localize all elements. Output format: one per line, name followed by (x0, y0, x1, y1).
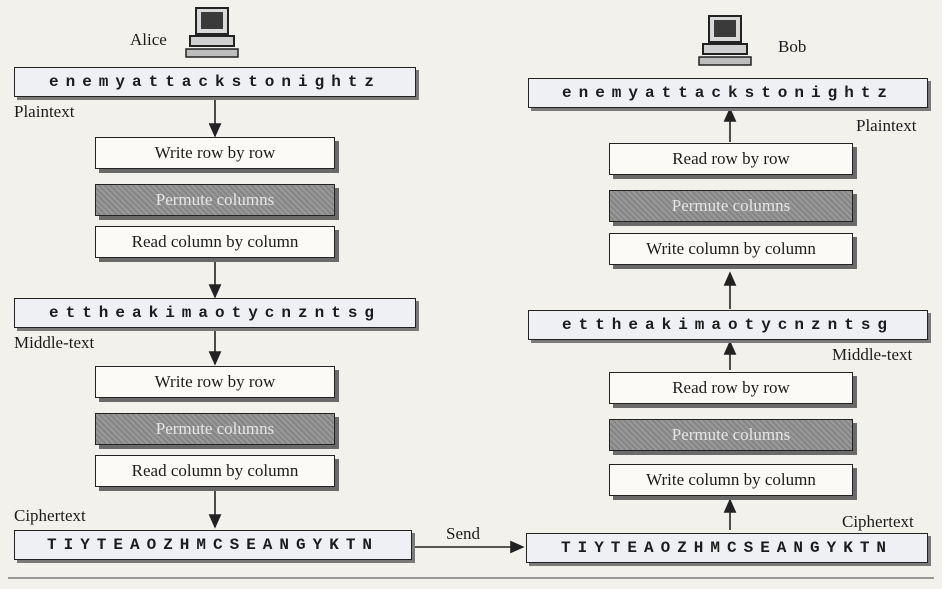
bob-ciphertext-label: Ciphertext (842, 512, 914, 531)
alice-permute-step: Permute columns (95, 413, 335, 445)
bob-ciphertext: TIYTEAOZHMCSEANGYKTN (526, 533, 928, 563)
alice-middle-text-label: Middle-text (14, 333, 95, 352)
alice-permute-step: Permute columns (95, 184, 335, 216)
alice-plaintext: enemyattackstonightz (14, 67, 416, 97)
alice-write-row-step: Write row by row (95, 366, 335, 398)
bob-permute-step: Permute columns (609, 419, 853, 451)
alice-read-column-step: Read column by column (95, 226, 335, 258)
bob-write-column-step: Write column by column (609, 464, 853, 496)
alice-write-row-step: Write row by row (95, 137, 335, 169)
bob-plaintext-label: Plaintext (856, 116, 917, 135)
bob-plaintext: enemyattackstonightz (528, 78, 928, 108)
bob-middle-text-label: Middle-text (832, 345, 913, 364)
bob-permute-step: Permute columns (609, 190, 853, 222)
bottom-divider (8, 577, 934, 579)
alice-ciphertext-label: Ciphertext (14, 506, 86, 525)
bob-label: Bob (778, 37, 807, 56)
alice-read-column-step: Read column by column (95, 455, 335, 487)
alice-middle-text: ettheakimaotycnzntsg (14, 298, 416, 328)
send-label: Send (446, 524, 480, 543)
bob-read-row-step: Read row by row (609, 372, 853, 404)
alice-ciphertext: TIYTEAOZHMCSEANGYKTN (14, 530, 412, 560)
computer-icon (698, 15, 752, 66)
bob-write-column-step: Write column by column (609, 233, 853, 265)
computer-icon (185, 7, 239, 58)
bob-middle-text: ettheakimaotycnzntsg (528, 310, 928, 340)
alice-plaintext-label: Plaintext (14, 102, 75, 121)
bob-read-row-step: Read row by row (609, 143, 853, 175)
alice-label: Alice (130, 30, 167, 49)
